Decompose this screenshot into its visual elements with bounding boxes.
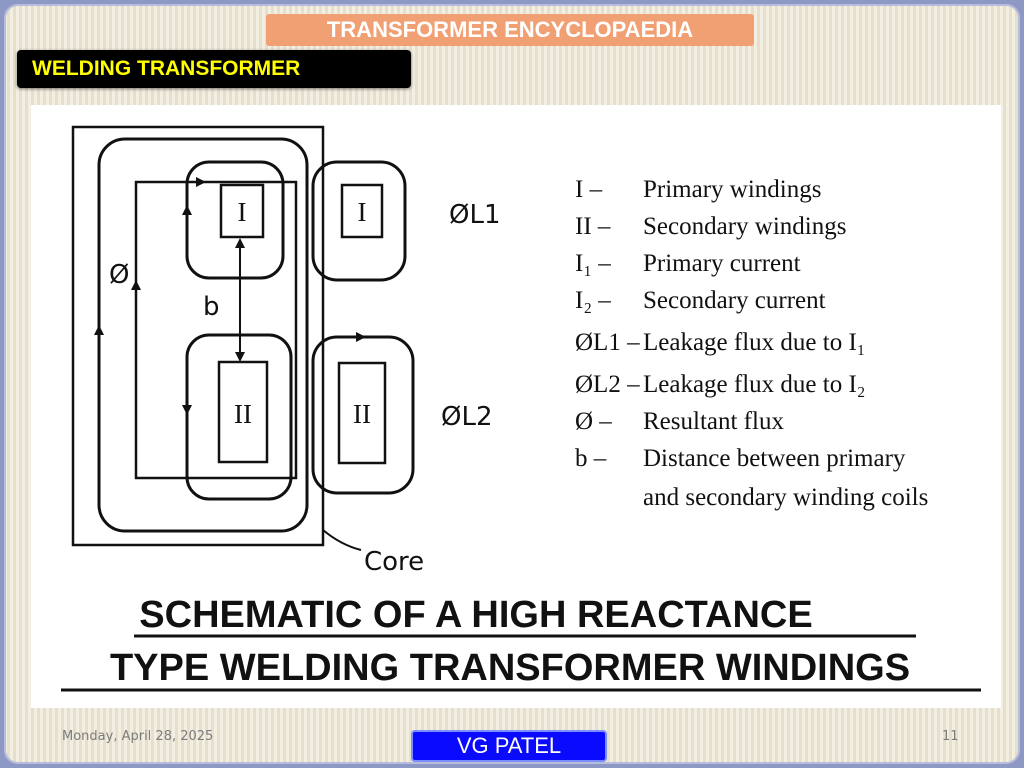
legend-symbol: I₂ –	[575, 287, 611, 314]
legend-symbol: II –	[575, 213, 611, 240]
legend-text: Primary windings	[643, 176, 821, 203]
legend: I – Primary windings II – Secondary wind…	[575, 176, 928, 511]
core-label: Core	[364, 547, 424, 577]
secondary-coil-label-outer: II	[353, 399, 371, 429]
author-badge: VG PATEL	[411, 730, 607, 762]
legend-text: Leakage flux due to I₂	[643, 371, 866, 398]
legend-text: Resultant flux	[643, 408, 784, 435]
secondary-coil-outer	[337, 361, 387, 465]
footer-date: Monday, April 28, 2025	[62, 729, 214, 744]
leakage-flux-2-label: ØL2	[441, 402, 493, 432]
legend-symbol: b –	[575, 445, 607, 472]
primary-coil-outer	[340, 183, 384, 239]
legend-text: Secondary current	[643, 287, 826, 314]
legend-text: Leakage flux due to I₁	[643, 329, 866, 356]
legend-symbol: Ø –	[575, 408, 612, 435]
legend-symbol: I –	[575, 176, 603, 203]
core-outline	[71, 125, 325, 547]
resultant-flux-label: Ø	[109, 260, 129, 290]
primary-coil-inner	[219, 183, 265, 239]
leakage-flux-1-label: ØL1	[449, 200, 501, 230]
caption-line-1: SCHEMATIC OF A HIGH REACTANCE	[139, 594, 812, 636]
secondary-coil-inner	[217, 360, 269, 464]
legend-symbol: ØL2 –	[575, 371, 640, 398]
legend-text: and secondary winding coils	[643, 484, 928, 511]
primary-coil-label-inner: I	[238, 197, 247, 227]
schematic-figure: I I II II Ø b ØL1 ØL2 Core I – Primary w…	[31, 105, 1001, 708]
caption-line-2: TYPE WELDING TRANSFORMER WINDINGS	[110, 647, 910, 689]
primary-leakage-loop-outer	[311, 160, 407, 282]
legend-text: Primary current	[643, 250, 801, 277]
encyclopaedia-title: TRANSFORMER ENCYCLOPAEDIA	[266, 14, 754, 46]
section-title: WELDING TRANSFORMER	[17, 50, 411, 88]
core-flux-path	[134, 180, 298, 480]
core-pointer	[322, 529, 362, 551]
legend-text: Distance between primary	[643, 445, 906, 472]
secondary-coil-label-inner: II	[234, 399, 252, 429]
legend-symbol: ØL1 –	[575, 329, 640, 356]
page-number: 11	[942, 729, 959, 744]
legend-symbol: I₁ –	[575, 250, 611, 277]
legend-text: Secondary windings	[643, 213, 846, 240]
distance-label: b	[203, 292, 220, 322]
slide: TRANSFORMER ENCYCLOPAEDIA WELDING TRANSF…	[4, 4, 1020, 764]
primary-coil-label-outer: I	[358, 197, 367, 227]
schematic-diagram: I I II II Ø b ØL1 ØL2 Core I – Primary w…	[61, 125, 981, 692]
